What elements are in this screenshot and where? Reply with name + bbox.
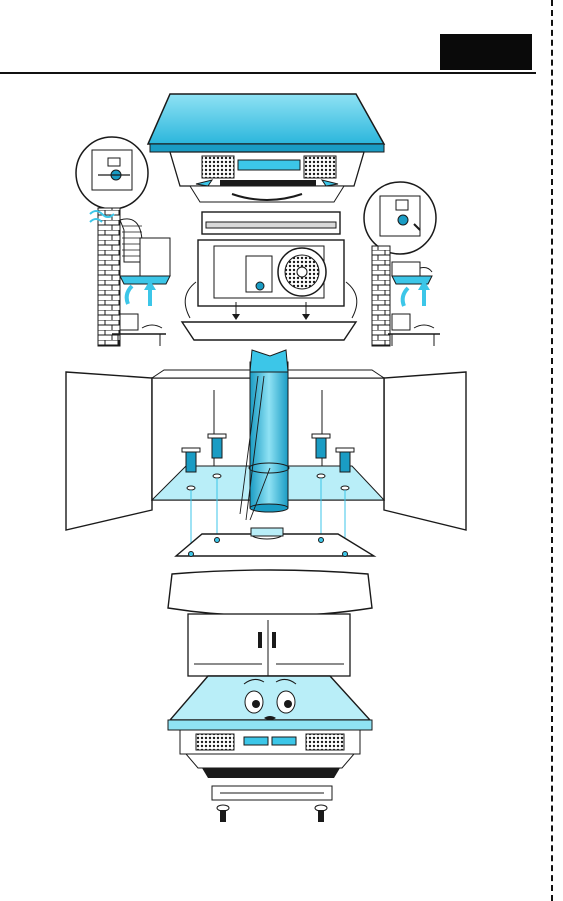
hood-internal-view-with-fan bbox=[182, 212, 357, 340]
ducted-installation-detail-left bbox=[76, 137, 170, 346]
hood-top-view bbox=[148, 94, 384, 202]
cartoon-hood-with-face bbox=[168, 614, 372, 768]
recirculation-detail-right bbox=[364, 182, 440, 346]
hood-mounting-plate bbox=[168, 528, 374, 616]
cabinet-with-duct-and-screws bbox=[66, 350, 466, 556]
filter-and-mounting-screws bbox=[202, 768, 340, 822]
